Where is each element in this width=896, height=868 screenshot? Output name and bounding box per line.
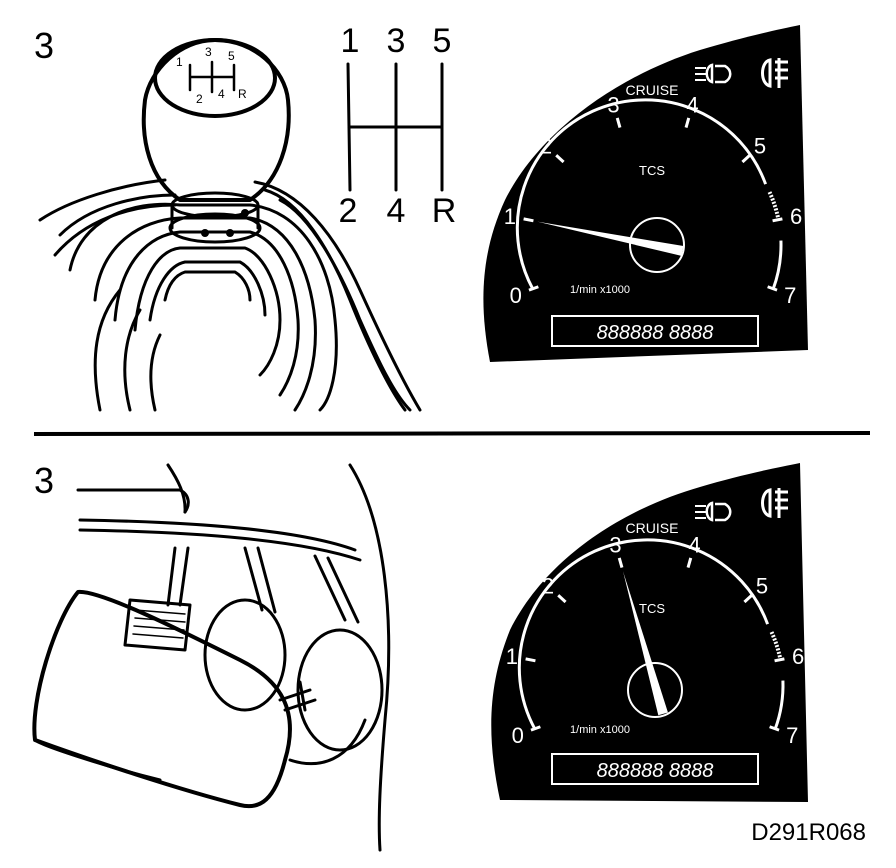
tacho-tick [769, 725, 780, 732]
knob-label-2: 2 [196, 92, 203, 106]
tacho-needle [537, 221, 684, 256]
tacho-arc-end [771, 240, 783, 290]
odometer-display: 888888 8888 [597, 760, 714, 782]
tacho-tick [557, 594, 567, 604]
tacho-label: 2 [540, 134, 552, 159]
knob-label-5: 5 [228, 49, 235, 63]
tacho-label: 7 [786, 723, 798, 748]
redzone-tick [770, 197, 775, 202]
tacho-label: 4 [686, 92, 698, 117]
tacho-unit-label: 1/min x1000 [570, 284, 630, 296]
redzone-tick [777, 654, 782, 658]
instrument-cluster-top: CRUISE TCS 1/min x1000 0 1 2 3 4 5 6 7 888888 8… [483, 25, 808, 362]
tacho-tick [772, 217, 783, 223]
redzone-tick [776, 651, 782, 655]
headlight-icon [695, 63, 732, 84]
redzone-tick [773, 641, 779, 645]
tacho-label: 6 [792, 644, 804, 669]
gear-label-2: 2 [339, 192, 358, 230]
tacho-tick [774, 657, 785, 663]
redzone-tick [774, 211, 780, 215]
cruise-indicator: CRUISE [626, 520, 679, 536]
tacho-label: 4 [688, 532, 700, 557]
redzone-tick [769, 194, 774, 198]
tacho-tick [525, 657, 536, 663]
panel-separator [33, 431, 871, 436]
tacho-label: 6 [790, 204, 802, 229]
tacho-label: 7 [784, 283, 796, 308]
odometer-display: 888888 8888 [597, 322, 714, 344]
tacho-label: 0 [510, 283, 522, 308]
gear-label-1: 1 [341, 22, 360, 60]
gear-pattern-diagram: 1 3 5 2 4 R [339, 22, 457, 230]
knob-label-1: 1 [176, 55, 183, 69]
redzone-tick [771, 634, 776, 638]
redzone-tick [767, 191, 773, 195]
knob-label-3: 3 [205, 45, 212, 59]
tacho-label: 2 [542, 574, 554, 599]
fog-light-icon [761, 488, 788, 518]
tacho-tick [617, 557, 624, 568]
tcs-indicator: TCS [639, 601, 665, 616]
redzone-tick [775, 647, 781, 651]
tacho-tick [684, 117, 691, 128]
tacho-tick [615, 117, 622, 128]
gear-label-r: R [432, 192, 457, 230]
gear-label-4: 4 [387, 192, 406, 230]
tacho-tick [530, 725, 541, 732]
tacho-label: 5 [754, 134, 766, 159]
instrument-cluster-bottom: CRUISE TCS 1/min x1000 0 1 2 3 4 5 6 7 888888 8… [491, 463, 808, 802]
redzone-tick [772, 637, 777, 642]
tacho-tick [767, 285, 778, 292]
redzone-tick [773, 207, 779, 211]
gear-shift-illustration: 1 3 5 2 4 R [38, 38, 422, 412]
tacho-arc [515, 98, 768, 290]
cruise-indicator: CRUISE [626, 82, 679, 98]
tacho-tick [743, 594, 753, 604]
redzone-tick [769, 631, 775, 635]
redzone-tick [774, 644, 780, 648]
tcs-indicator: TCS [639, 163, 665, 178]
clutch-pedal-illustration [32, 463, 391, 852]
knob-label-4: 4 [218, 87, 225, 101]
tacho-tick [523, 217, 534, 223]
gear-label-3: 3 [387, 22, 406, 60]
tacho-label: 1 [506, 644, 518, 669]
tacho-tick [555, 154, 565, 164]
redzone-tick [772, 204, 778, 208]
gear-label-5: 5 [433, 22, 452, 60]
tacho-label: 3 [609, 532, 621, 557]
tacho-needle [623, 571, 668, 716]
step-number-bottom: 3 [34, 460, 54, 501]
tacho-label: 5 [756, 574, 768, 599]
tacho-label: 3 [607, 92, 619, 117]
fog-light-icon [761, 58, 788, 88]
knob-label-r: R [238, 87, 247, 101]
tacho-tick [528, 285, 539, 292]
tacho-label: 1 [504, 204, 516, 229]
figure-code: D291R068 [751, 819, 866, 846]
redzone-tick [775, 214, 780, 218]
tacho-arc-end [773, 680, 785, 730]
tacho-arc [517, 538, 770, 730]
tacho-tick [741, 154, 751, 164]
tacho-label: 0 [512, 723, 524, 748]
redzone-tick [771, 201, 777, 205]
tacho-tick [686, 557, 693, 568]
headlight-icon [695, 501, 732, 522]
step-number-top: 3 [34, 25, 54, 66]
tacho-unit-label: 1/min x1000 [570, 724, 630, 736]
